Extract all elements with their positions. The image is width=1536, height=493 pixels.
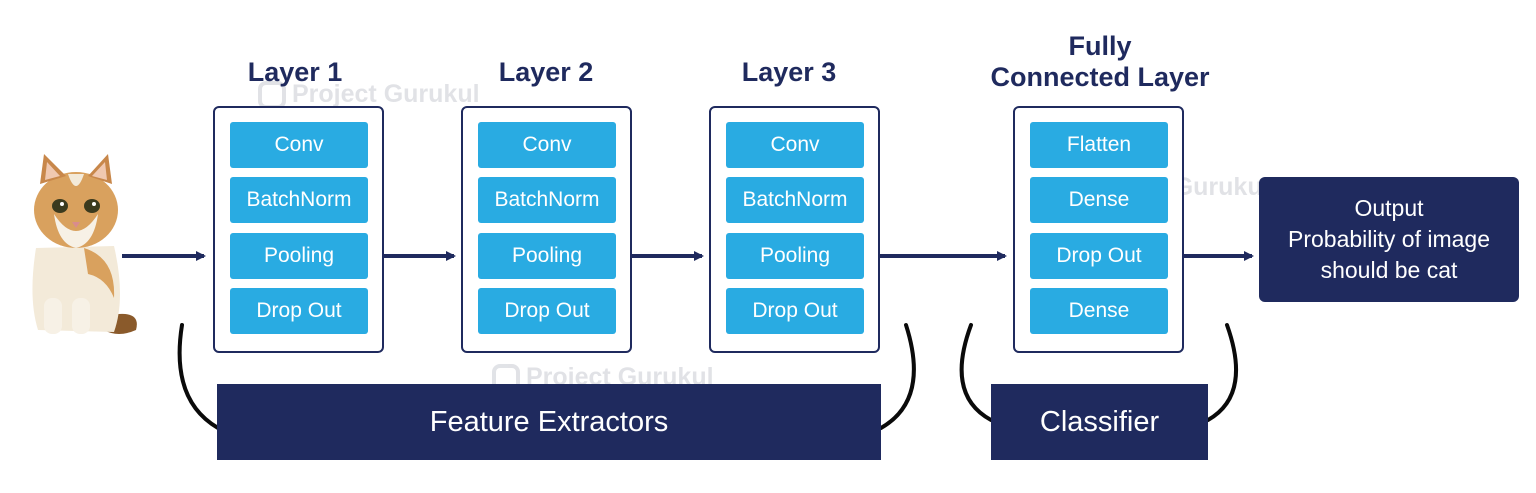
layer-3-op-conv: Conv [726, 122, 864, 168]
layer-3-box: Conv BatchNorm Pooling Drop Out [709, 106, 880, 353]
fc-op-dropout: Drop Out [1030, 233, 1168, 279]
feature-extractors-bar: Feature Extractors [217, 384, 881, 460]
fc-layer-title-line2: Connected Layer [990, 62, 1210, 92]
layer-1-op-pooling: Pooling [230, 233, 368, 279]
bracket-classifier-left [959, 323, 993, 422]
fc-op-dense-1: Dense [1030, 177, 1168, 223]
cat-image [32, 154, 137, 334]
layer-3-op-dropout: Drop Out [726, 288, 864, 334]
output-line-2: Probability of image [1288, 226, 1490, 252]
layer-2-op-dropout: Drop Out [478, 288, 616, 334]
layer-2-op-pooling: Pooling [478, 233, 616, 279]
fc-op-flatten: Flatten [1030, 122, 1168, 168]
fc-op-dense-2: Dense [1030, 288, 1168, 334]
output-line-3: should be cat [1320, 257, 1458, 283]
bracket-feature-left [177, 323, 220, 430]
layer-3-op-batchnorm: BatchNorm [726, 177, 864, 223]
layer-3-op-pooling: Pooling [726, 233, 864, 279]
layer-2-title: Layer 2 [498, 57, 594, 87]
output-box: Output Probability of image should be ca… [1259, 177, 1519, 302]
layer-1-op-dropout: Drop Out [230, 288, 368, 334]
layer-1-op-batchnorm: BatchNorm [230, 177, 368, 223]
layer-3-title: Layer 3 [741, 57, 837, 87]
classifier-label: Classifier [1039, 405, 1160, 438]
layer-2-op-batchnorm: BatchNorm [478, 177, 616, 223]
layer-2-op-conv: Conv [478, 122, 616, 168]
classifier-bar: Classifier [991, 384, 1208, 460]
fc-layer-title-line1: Fully [1068, 31, 1132, 61]
bracket-feature-right [879, 323, 916, 430]
layer-2-box: Conv BatchNorm Pooling Drop Out [461, 106, 632, 353]
bracket-classifier-right [1206, 323, 1239, 422]
fc-layer-box: Flatten Dense Drop Out Dense [1013, 106, 1184, 353]
layer-1-title: Layer 1 [247, 57, 343, 87]
output-line-1: Output [1354, 195, 1424, 221]
layer-1-box: Conv BatchNorm Pooling Drop Out [213, 106, 384, 353]
watermark-1: Project Gurukul [258, 80, 480, 110]
feature-extractors-label: Feature Extractors [429, 405, 669, 438]
layer-1-op-conv: Conv [230, 122, 368, 168]
